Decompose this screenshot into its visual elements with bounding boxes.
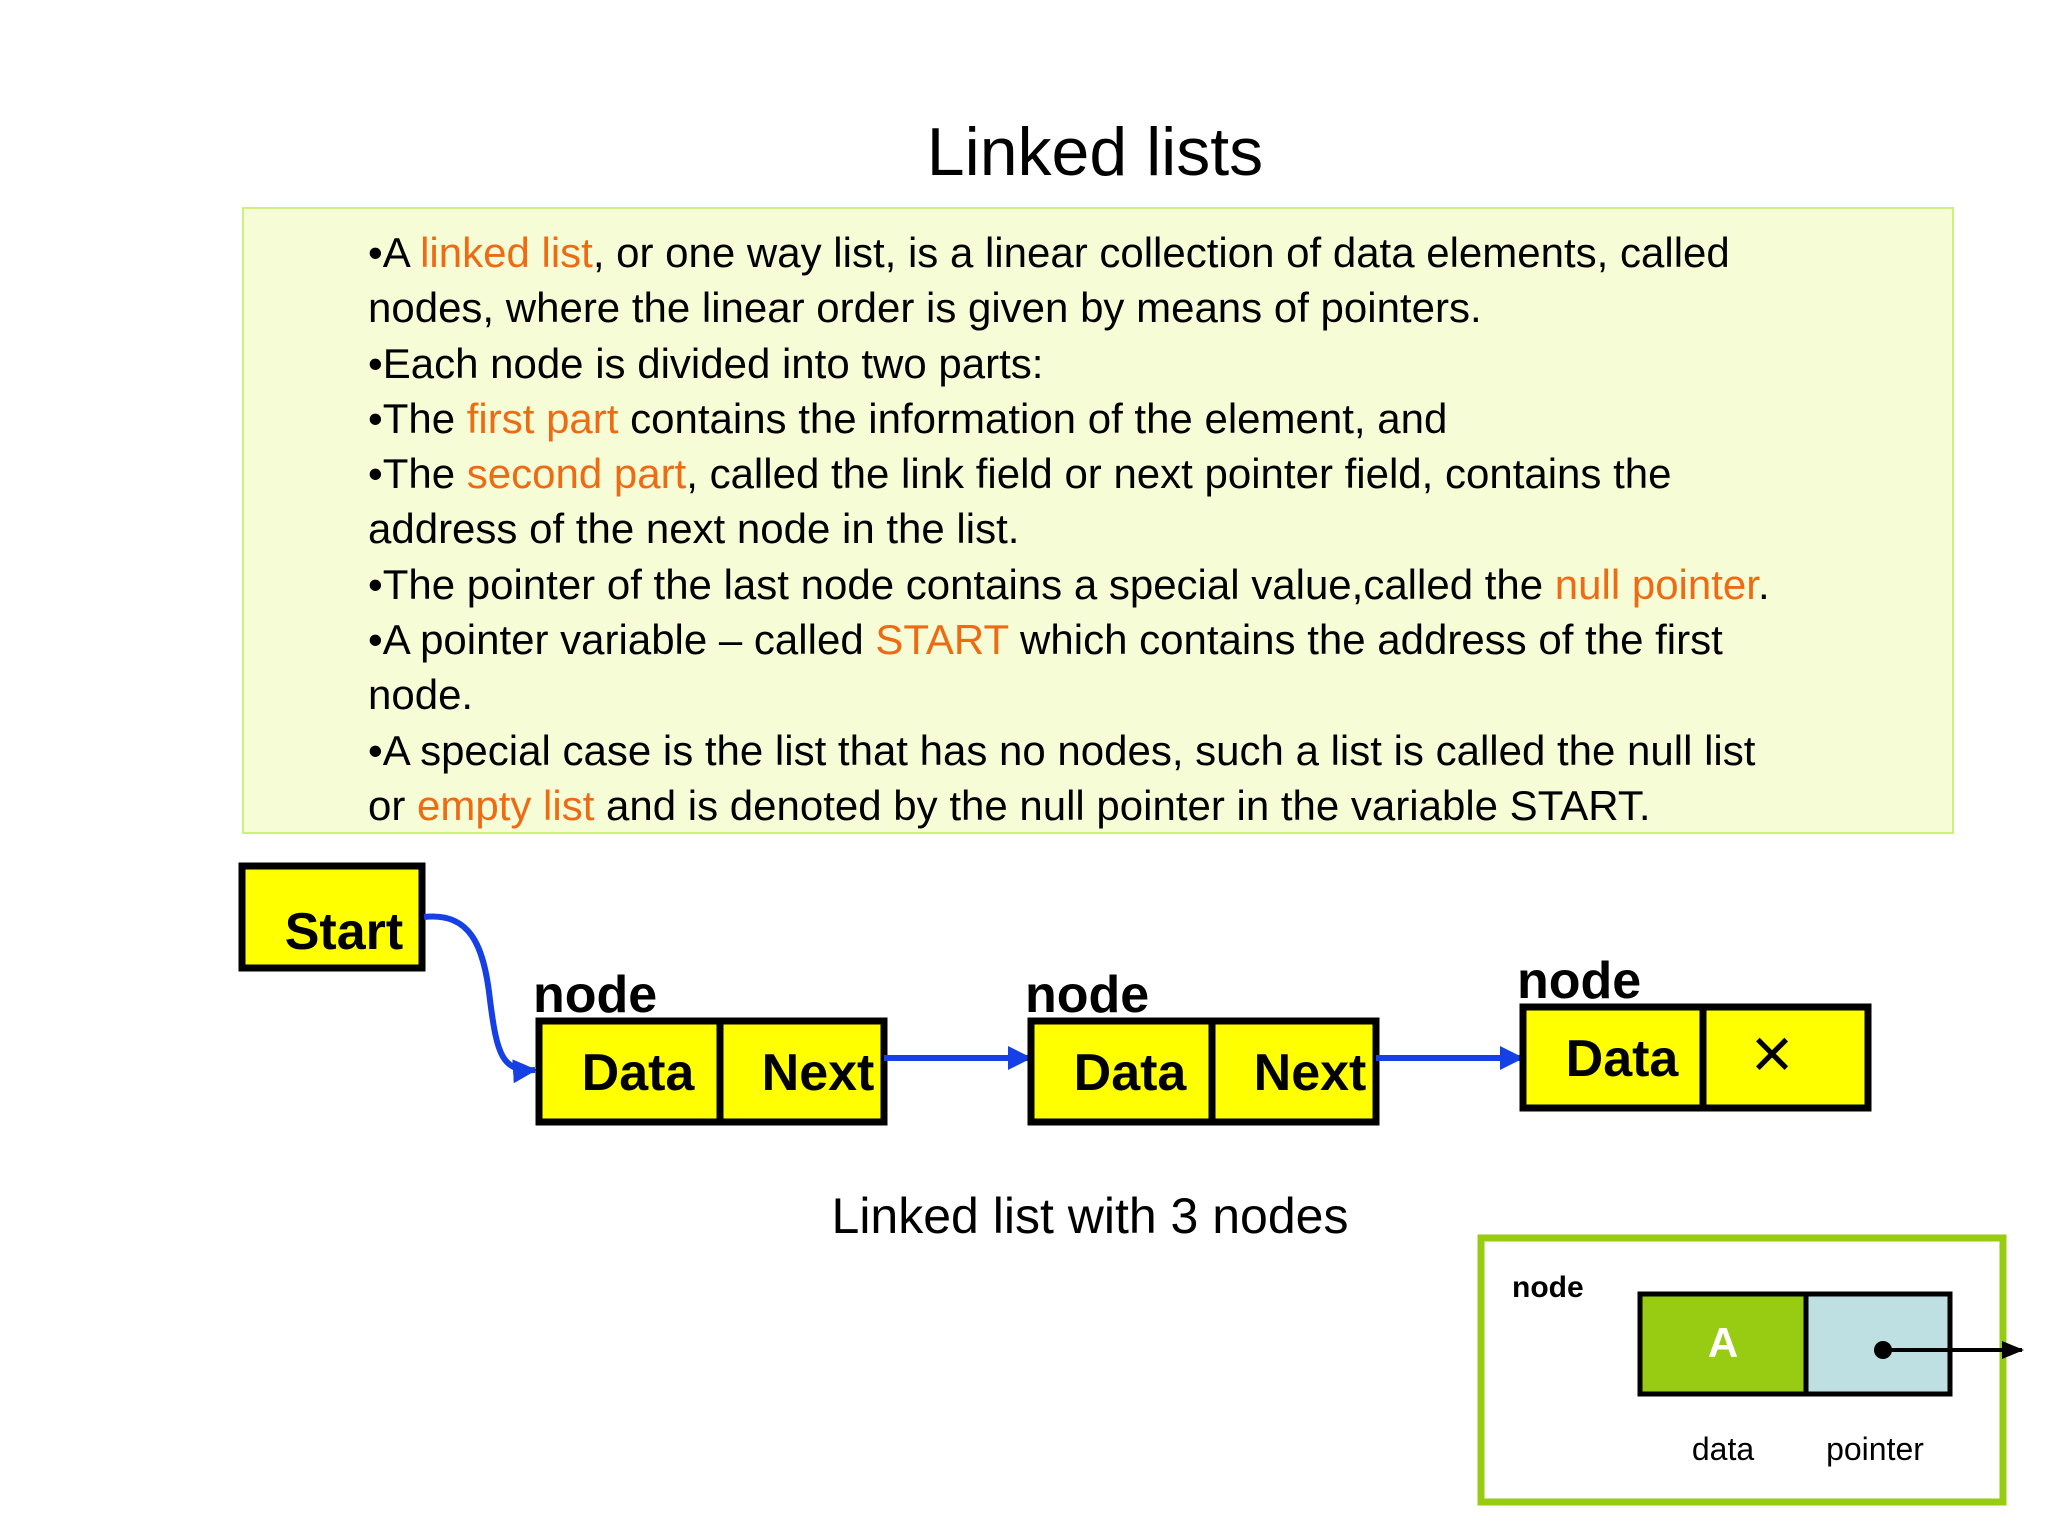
node-1-data: Data [582, 1044, 696, 1102]
start-pointer-arrow [423, 913, 537, 1084]
bullet-text: or [368, 781, 418, 829]
bullet-text: •The pointer of the last node contains a… [368, 560, 1555, 608]
bullet-line: •The second part, called the link field … [368, 446, 1948, 501]
bullet-text: and is denoted by the null pointer in th… [594, 781, 1651, 829]
highlighted-term: START [875, 616, 1009, 664]
bullet-line: node. [368, 667, 1948, 722]
bullet-text: •A pointer variable – called [368, 616, 876, 664]
bullet-line: •Each node is divided into two parts: [368, 336, 1948, 391]
inset-pointer-caption: pointer [1826, 1431, 1924, 1467]
node-2-label: node [1025, 966, 1149, 1024]
bullet-line: •A linked list, or one way list, is a li… [368, 225, 1948, 280]
inset-data-caption: data [1692, 1431, 1754, 1467]
bullet-line: •A pointer variable – called START which… [368, 612, 1948, 667]
bullet-text: contains the information of the element,… [618, 394, 1448, 442]
bullet-text: , or one way list, is a linear collectio… [592, 229, 1730, 276]
bullet-text: nodes, where the linear order is given b… [368, 284, 1482, 332]
node-3: node Data × [1517, 952, 1872, 1112]
node-2: node Data Next [1025, 966, 1380, 1126]
bullet-line: •The first part contains the information… [368, 391, 1948, 446]
bullet-text: node. [368, 671, 474, 719]
slide-title: Linked lists [926, 114, 1264, 190]
bullet-text: •Each node is divided into two parts: [368, 339, 1044, 387]
node-structure-inset: node A data pointer [1477, 1234, 2024, 1506]
inset-node-label: node [1512, 1271, 1584, 1304]
bullet-line: •A special case is the list that has no … [368, 723, 1948, 778]
highlighted-term: first part [466, 394, 619, 442]
bullet-text: , called the link field or next pointer … [686, 450, 1672, 498]
node-1: node Data Next [533, 966, 888, 1126]
bullet-text: . [1757, 560, 1770, 608]
bullet-line: nodes, where the linear order is given b… [368, 280, 1948, 335]
null-pointer-icon: × [1751, 1014, 1793, 1094]
bullet-text: which contains the address of the first [1008, 616, 1723, 664]
highlighted-term: linked list [420, 229, 593, 276]
bullet-text: •A special case is the list that has no … [368, 726, 1756, 774]
definition-bullets: •A linked list, or one way list, is a li… [368, 225, 1948, 833]
definition-text-box: •A linked list, or one way list, is a li… [242, 207, 1954, 834]
start-label: Start [285, 903, 403, 961]
inset-data-value: A [1708, 1319, 1738, 1366]
bullet-text: •A [368, 229, 421, 276]
node-2-data: Data [1074, 1044, 1188, 1102]
diagram-caption: Linked list with 3 nodes [831, 1188, 1349, 1244]
bullet-line: •The pointer of the last node contains a… [368, 557, 1948, 612]
node-3-data: Data [1566, 1030, 1680, 1088]
node-3-label: node [1517, 952, 1641, 1010]
bullet-text: •The [368, 394, 467, 442]
start-box: Start [238, 862, 426, 972]
highlighted-term: second part [466, 450, 687, 498]
bullet-text: address of the next node in the list. [368, 505, 1020, 553]
node-2-next: Next [1254, 1044, 1367, 1102]
node-1-next: Next [762, 1044, 875, 1102]
highlighted-term: null pointer [1554, 560, 1758, 608]
highlighted-term: empty list [417, 781, 595, 829]
bullet-text: •The [368, 450, 467, 498]
bullet-line: or empty list and is denoted by the null… [368, 778, 1948, 833]
bullet-line: address of the next node in the list. [368, 501, 1948, 556]
node-1-label: node [533, 966, 657, 1024]
